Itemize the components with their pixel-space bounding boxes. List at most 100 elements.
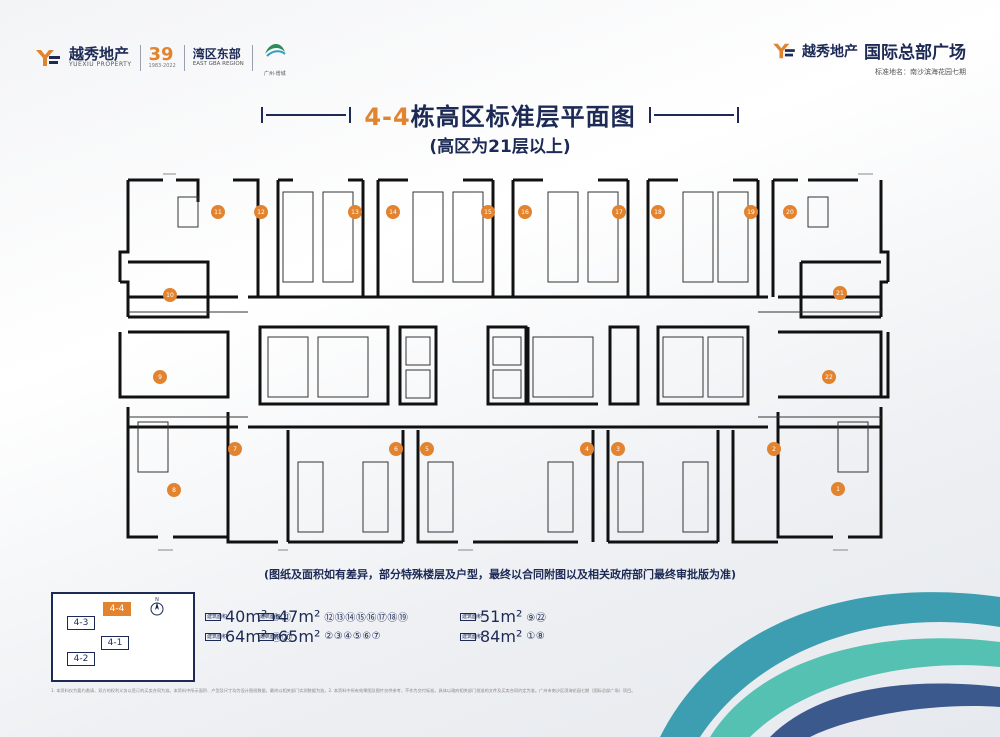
- legend-tag: 建筑面积: [258, 632, 281, 641]
- svg-text:21: 21: [836, 290, 844, 297]
- guangzhou-badge-icon: [264, 43, 286, 57]
- unit-marker-15: 15: [481, 205, 495, 219]
- unit-marker-13: 13: [348, 205, 362, 219]
- project-subtitle: 标准地名：南沙滨海花园七期: [875, 68, 966, 76]
- unit-marker-3: 3: [611, 442, 625, 456]
- svg-text:8: 8: [172, 487, 176, 494]
- legend-area: 40m²: [225, 607, 268, 626]
- legend-item: 建筑面积 40m² ⑩㉑: [205, 607, 291, 626]
- legend-item: 建筑面积 47m² ⑫⑬⑭⑮⑯⑰⑱⑲: [258, 607, 408, 626]
- legend-tag: 建筑面积: [258, 612, 281, 621]
- legend-units: ②③④⑤⑥⑦: [324, 631, 382, 642]
- legend-units: ⑫⑬⑭⑮⑯⑰⑱⑲: [324, 613, 409, 624]
- anniversary-mark: 39: [148, 43, 174, 65]
- unit-marker-6: 6: [389, 442, 403, 456]
- keyplan-building-4-4: 4-4: [103, 602, 131, 616]
- divider: [251, 44, 253, 71]
- anniversary-years: 1983-2022: [148, 62, 176, 69]
- legend-units: ⑩㉑: [271, 613, 292, 624]
- svg-text:1: 1: [836, 486, 840, 493]
- svg-text:10: 10: [166, 292, 174, 299]
- project-brand: 越秀地产: [802, 43, 858, 60]
- divider: [139, 44, 141, 71]
- legend-item: 建筑面积 65m² ②③④⑤⑥⑦: [258, 627, 381, 646]
- legend-area: 65m²: [278, 627, 321, 646]
- legend-area: 47m²: [278, 607, 321, 626]
- header-logos: 越秀地产 YUEXIU PROPERTY 39 1983-2022 湾区东部 E…: [35, 38, 289, 77]
- legend-tag: 建筑面积: [205, 632, 228, 641]
- unit-marker-19: 19: [744, 205, 758, 219]
- svg-text:22: 22: [825, 374, 833, 381]
- brand-name-en: YUEXIU PROPERTY: [69, 61, 132, 68]
- unit-markers: 11 12 13 14 15 16 17 18 19 20 10 21 9 22…: [153, 205, 847, 497]
- svg-text:13: 13: [351, 209, 359, 216]
- brand-name: 越秀地产: [69, 45, 130, 63]
- unit-marker-8: 8: [167, 483, 181, 497]
- unit-marker-1: 1: [831, 482, 845, 496]
- footnote: 1. 本资料仅为要约邀请，双方的权利义务以签订的买卖合同为准。本资料中所示面积、…: [51, 688, 636, 693]
- unit-marker-5: 5: [420, 442, 434, 456]
- svg-text:11: 11: [214, 209, 222, 216]
- unit-marker-11: 11: [211, 205, 225, 219]
- building-number: 4-4: [364, 103, 411, 131]
- project-name: 国际总部广场: [864, 43, 966, 63]
- yuexiu-logo-icon: [36, 49, 60, 66]
- key-plan: 4-4 4-3 4-1 4-2: [51, 592, 195, 682]
- svg-text:14: 14: [389, 209, 397, 216]
- unit-marker-10: 10: [163, 288, 177, 302]
- svg-text:18: 18: [654, 209, 662, 216]
- unit-marker-12: 12: [254, 205, 268, 219]
- floor-plan: 11 12 13 14 15 16 17 18 19 20 10 21 9 22…: [118, 173, 890, 551]
- unit-marker-18: 18: [651, 205, 665, 219]
- yuexiu-logo-icon: [773, 43, 795, 58]
- legend-tag: 建筑面积: [460, 612, 483, 621]
- legend-tag: 建筑面积: [460, 632, 483, 641]
- svg-text:N: N: [155, 597, 159, 603]
- svg-text:19: 19: [747, 209, 755, 216]
- plan-title: 4-4栋高区标准层平面图: [0, 97, 1000, 132]
- unit-marker-17: 17: [612, 205, 626, 219]
- svg-text:15: 15: [484, 209, 492, 216]
- bay-region-name-en: EAST GBA REGION: [192, 61, 244, 67]
- svg-text:5: 5: [425, 446, 429, 453]
- unit-marker-21: 21: [833, 286, 847, 300]
- bay-region-name: 湾区东部: [192, 47, 241, 61]
- disclaimer: (图纸及面积如有差异，部分特殊楼层及户型，最终以合同附图以及相关政府部门最终审批…: [263, 568, 737, 581]
- keyplan-building-4-2: 4-2: [67, 652, 95, 666]
- legend-units: ⑪⑳: [271, 633, 293, 644]
- unit-marker-22: 22: [822, 370, 836, 384]
- legend-tag: 建筑面积: [205, 612, 228, 621]
- svg-text:6: 6: [394, 446, 398, 453]
- guangzhou-badge-label: 广州·增城: [264, 71, 286, 77]
- title-text: 栋高区标准层平面图: [410, 103, 636, 131]
- unit-marker-2: 2: [767, 442, 781, 456]
- legend-area: 84m²: [480, 627, 523, 646]
- svg-text:2: 2: [772, 446, 776, 453]
- svg-text:4: 4: [585, 446, 589, 453]
- legend-item: 建筑面积 84m² ①⑧: [460, 627, 545, 646]
- unit-marker-20: 20: [783, 205, 797, 219]
- title-decoration-left: [258, 106, 354, 123]
- svg-text:7: 7: [233, 446, 237, 453]
- legend-area: 51m²: [480, 607, 523, 626]
- keyplan-building-4-1: 4-1: [101, 636, 129, 650]
- legend-item: 建筑面积 51m² ⑨㉒: [460, 607, 546, 626]
- svg-text:20: 20: [786, 209, 794, 216]
- svg-text:9: 9: [158, 374, 162, 381]
- svg-text:3: 3: [616, 446, 620, 453]
- decorative-ribbon-icon: [660, 592, 1000, 737]
- legend-units: ①⑧: [526, 631, 546, 642]
- svg-text:16: 16: [521, 209, 529, 216]
- keyplan-building-4-3: 4-3: [67, 616, 95, 630]
- unit-marker-9: 9: [153, 370, 167, 384]
- svg-text:12: 12: [257, 209, 265, 216]
- compass-icon: N: [150, 597, 164, 616]
- divider: [183, 44, 185, 71]
- unit-marker-4: 4: [580, 442, 594, 456]
- title-decoration-right: [646, 106, 742, 123]
- project-logo: 越秀地产 国际总部广场 标准地名：南沙滨海花园七期: [772, 38, 966, 77]
- legend-area: 64m²: [225, 627, 268, 646]
- legend-units: ⑨㉒: [526, 613, 547, 624]
- unit-marker-7: 7: [228, 442, 242, 456]
- legend-item: 建筑面积 64m² ⑪⑳: [205, 627, 292, 646]
